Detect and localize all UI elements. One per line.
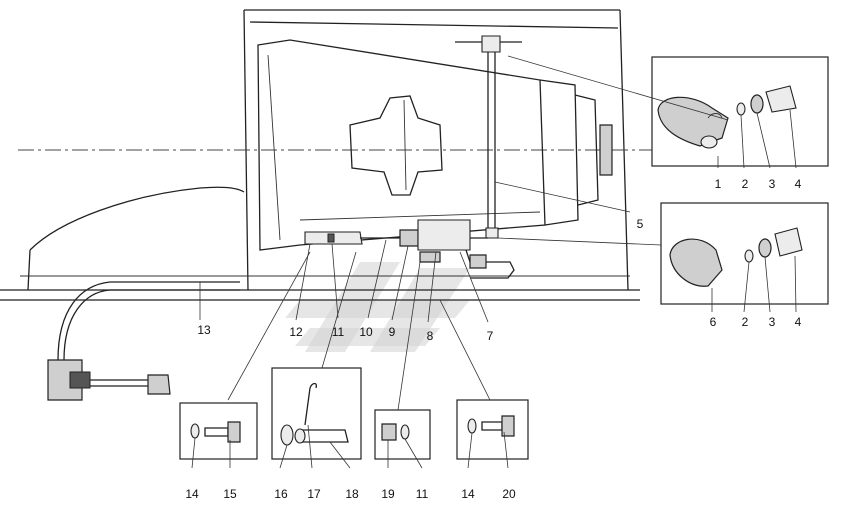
watermark-logo (285, 262, 470, 352)
detail-box-bolt-20 (456, 399, 529, 460)
label-15: 15 (223, 487, 237, 501)
leader-lines (191, 55, 797, 469)
label-9: 9 (389, 325, 396, 339)
label-5: 5 (637, 217, 644, 231)
label-2-lower: 2 (742, 315, 749, 329)
label-4-lower: 4 (795, 315, 802, 329)
label-11-main: 11 (332, 325, 345, 339)
shift-actuator (304, 219, 515, 279)
detail-box-nut-19 (374, 409, 431, 460)
label-12: 12 (289, 325, 303, 339)
label-17: 17 (307, 487, 321, 501)
label-7: 7 (487, 329, 494, 343)
detail-box-pin-18 (271, 367, 362, 460)
cab-outline (27, 186, 245, 291)
label-6: 6 (710, 315, 717, 329)
gearbox-housing (257, 39, 613, 251)
label-3-lower: 3 (769, 315, 776, 329)
control-pedal (47, 281, 240, 401)
detail-box-lower (660, 202, 829, 305)
label-20: 20 (502, 487, 516, 501)
label-3-upper: 3 (769, 177, 776, 191)
label-8: 8 (427, 329, 434, 343)
label-16: 16 (274, 487, 288, 501)
label-1: 1 (715, 177, 722, 191)
label-10: 10 (359, 325, 373, 339)
label-18: 18 (345, 487, 359, 501)
label-4-upper: 4 (795, 177, 802, 191)
label-2-upper: 2 (742, 177, 749, 191)
detail-box-upper (651, 56, 829, 167)
vehicle-frame (0, 9, 640, 301)
callout-numbers: 1 2 3 4 5 6 2 3 4 7 8 9 10 11 12 13 14 1… (185, 177, 801, 501)
air-tube-vertical (455, 35, 522, 239)
detail-box-bolt-15 (179, 402, 258, 460)
label-14-left: 14 (185, 487, 199, 501)
label-19: 19 (381, 487, 395, 501)
label-11-detail: 11 (416, 487, 429, 501)
label-14-right: 14 (461, 487, 475, 501)
label-13: 13 (197, 323, 211, 337)
